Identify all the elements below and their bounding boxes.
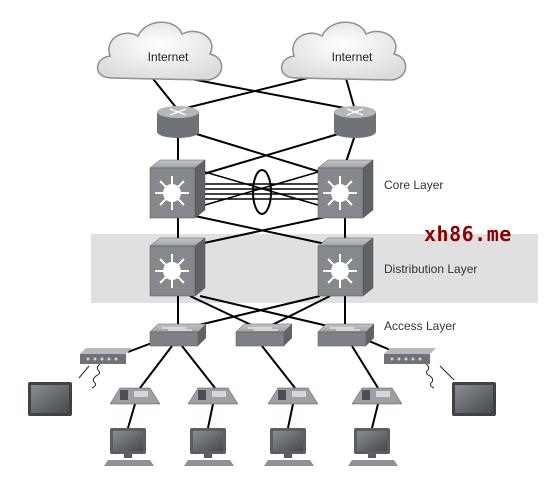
distribution-switch-left	[149, 237, 206, 297]
ip-phone-4	[351, 387, 403, 405]
display-right	[452, 382, 496, 416]
distribution-switch-right	[317, 237, 374, 297]
router-left	[157, 106, 199, 138]
router-right	[334, 106, 376, 138]
hub-left	[80, 348, 132, 364]
core-layer-label: Core Layer	[384, 178, 444, 192]
access-switch-1	[149, 323, 207, 347]
ip-phone-2	[187, 387, 239, 405]
core-switch-right	[317, 159, 374, 219]
access-switch-2	[235, 323, 293, 347]
ip-phone-1	[109, 387, 161, 405]
cloud-label-right: Internet	[331, 50, 373, 64]
access-layer-label: Access Layer	[384, 319, 457, 333]
hub-right	[384, 348, 436, 364]
pc-1	[104, 428, 154, 466]
display-left	[28, 382, 72, 416]
pc-2	[184, 428, 234, 466]
pc-4	[348, 428, 398, 466]
internet-cloud-left	[96, 21, 223, 81]
distribution-layer-label: Distribution Layer	[384, 262, 478, 276]
coiled-cables	[78, 363, 455, 389]
core-switch-left	[149, 159, 206, 219]
ip-phone-3	[267, 387, 319, 405]
cloud-label-left: Internet	[147, 50, 189, 64]
access-switch-3	[317, 323, 375, 347]
internet-cloud-right	[280, 21, 407, 81]
links	[127, 74, 396, 429]
watermark: xh86.me	[424, 222, 512, 246]
pc-3	[264, 428, 314, 466]
